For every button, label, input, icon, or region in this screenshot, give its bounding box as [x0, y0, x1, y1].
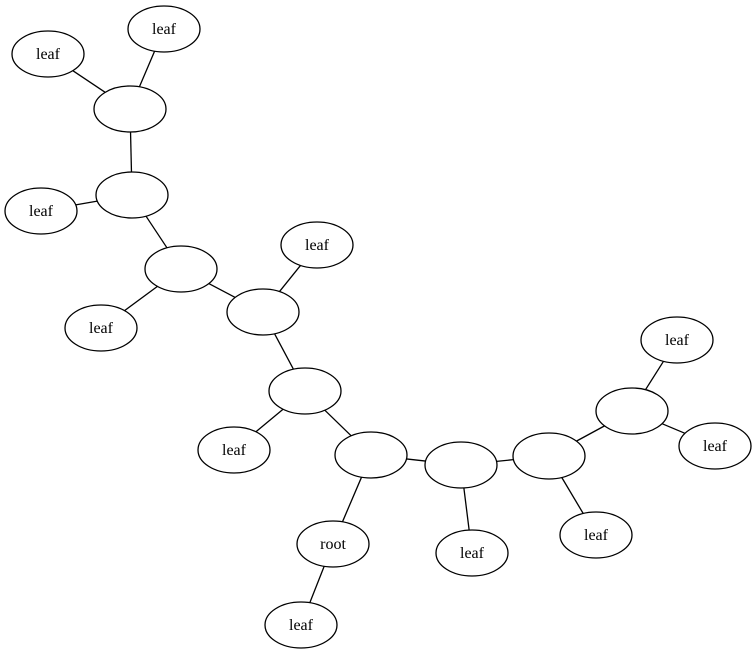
internal-node: [93, 85, 167, 133]
node-label: leaf: [36, 46, 61, 63]
edge-n10-n11: [255, 408, 284, 433]
node-ellipse: [512, 432, 586, 480]
edge-n6-n8: [208, 283, 236, 298]
node-label: leaf: [665, 332, 690, 349]
leaf-node: leaf: [64, 304, 138, 352]
edge-n15-n17: [496, 458, 514, 463]
edge-n13-n14: [309, 566, 325, 603]
nodes-layer: leaf leaf leaf leaf leaf leaf root leaf leaf leaf…: [4, 5, 752, 649]
node-ellipse: [197, 426, 271, 474]
node-ellipse: [296, 520, 370, 568]
edge-n4-n6: [145, 215, 168, 249]
internal-node: [226, 288, 300, 336]
edge-n15-n16: [463, 487, 470, 531]
leaf-node: leaf: [127, 5, 201, 53]
leaf-node: leaf: [197, 426, 271, 474]
node-ellipse: [640, 316, 714, 364]
internal-node: [424, 441, 498, 489]
leaf-node: leaf: [4, 187, 78, 235]
node-ellipse: [93, 85, 167, 133]
node-label: leaf: [460, 545, 485, 562]
node-label: leaf: [152, 21, 177, 38]
node-label: leaf: [222, 442, 247, 459]
root-node: root: [296, 520, 370, 568]
leaf-node: leaf: [280, 221, 354, 269]
node-ellipse: [280, 221, 354, 269]
edge-n1-n4: [129, 131, 133, 173]
edge-n12-n15: [406, 458, 426, 462]
node-ellipse: [95, 171, 169, 219]
leaf-node: leaf: [435, 529, 509, 577]
leaf-node: leaf: [640, 316, 714, 364]
leaf-node: leaf: [559, 511, 633, 559]
internal-node: [595, 387, 669, 435]
edges-layer: [72, 50, 686, 603]
leaf-node: leaf: [264, 601, 338, 649]
node-ellipse: [334, 431, 408, 479]
node-label: leaf: [703, 438, 728, 455]
internal-node: [512, 432, 586, 480]
node-ellipse: [424, 441, 498, 489]
node-ellipse: [11, 30, 85, 78]
node-ellipse: [144, 245, 218, 293]
internal-node: [268, 367, 342, 415]
internal-node: [334, 431, 408, 479]
node-label: leaf: [29, 203, 54, 220]
node-label: leaf: [584, 527, 609, 544]
leaf-node: leaf: [678, 422, 752, 470]
edge-n12-n13: [341, 476, 363, 523]
node-label: leaf: [305, 237, 330, 254]
node-label: root: [320, 536, 346, 553]
edge-n4-n5: [75, 200, 98, 206]
edge-n10-n12: [324, 409, 352, 437]
node-label: leaf: [289, 617, 314, 634]
edge-n1-n2: [72, 70, 106, 93]
node-label: leaf: [89, 320, 114, 337]
node-ellipse: [226, 288, 300, 336]
node-ellipse: [268, 367, 342, 415]
internal-node: [95, 171, 169, 219]
node-ellipse: [64, 304, 138, 352]
leaf-node: leaf: [11, 30, 85, 78]
internal-node: [144, 245, 218, 293]
edge-n1-n3: [138, 50, 156, 88]
edge-n6-n7: [124, 285, 158, 312]
node-ellipse: [595, 387, 669, 435]
node-ellipse: [127, 5, 201, 53]
edge-n8-n10: [274, 333, 294, 370]
edge-n19-n20: [644, 360, 665, 391]
edge-n8-n9: [278, 265, 302, 292]
node-ellipse: [435, 529, 509, 577]
node-ellipse: [559, 511, 633, 559]
node-ellipse: [264, 601, 338, 649]
edge-n17-n19: [576, 425, 605, 442]
node-ellipse: [4, 187, 78, 235]
edge-n19-n21: [661, 423, 686, 434]
edge-n17-n18: [561, 477, 584, 514]
node-ellipse: [678, 422, 752, 470]
